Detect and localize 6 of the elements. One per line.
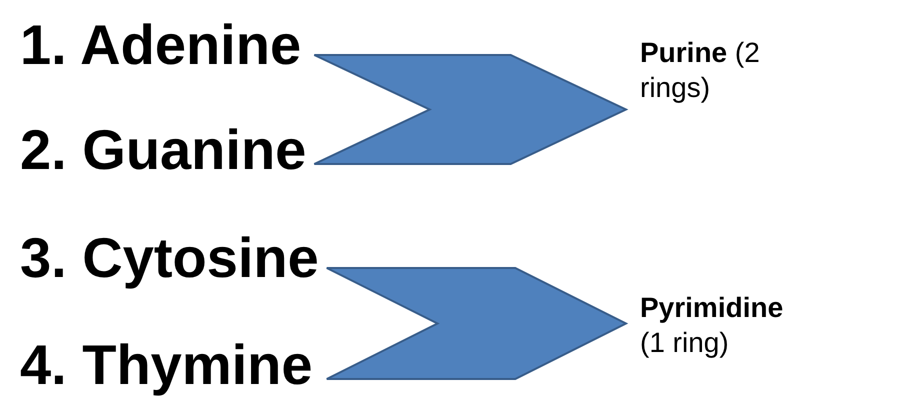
classification-text: Pyrimidine (1 ring) — [640, 291, 784, 360]
chevron-arrow — [326, 267, 628, 380]
classification-text: Purine (2 rings) — [640, 36, 761, 105]
list-item-text: 1. Adenine — [20, 17, 302, 73]
list-item-text: 2. Guanine — [20, 122, 306, 178]
chevron-arrow — [313, 54, 628, 165]
